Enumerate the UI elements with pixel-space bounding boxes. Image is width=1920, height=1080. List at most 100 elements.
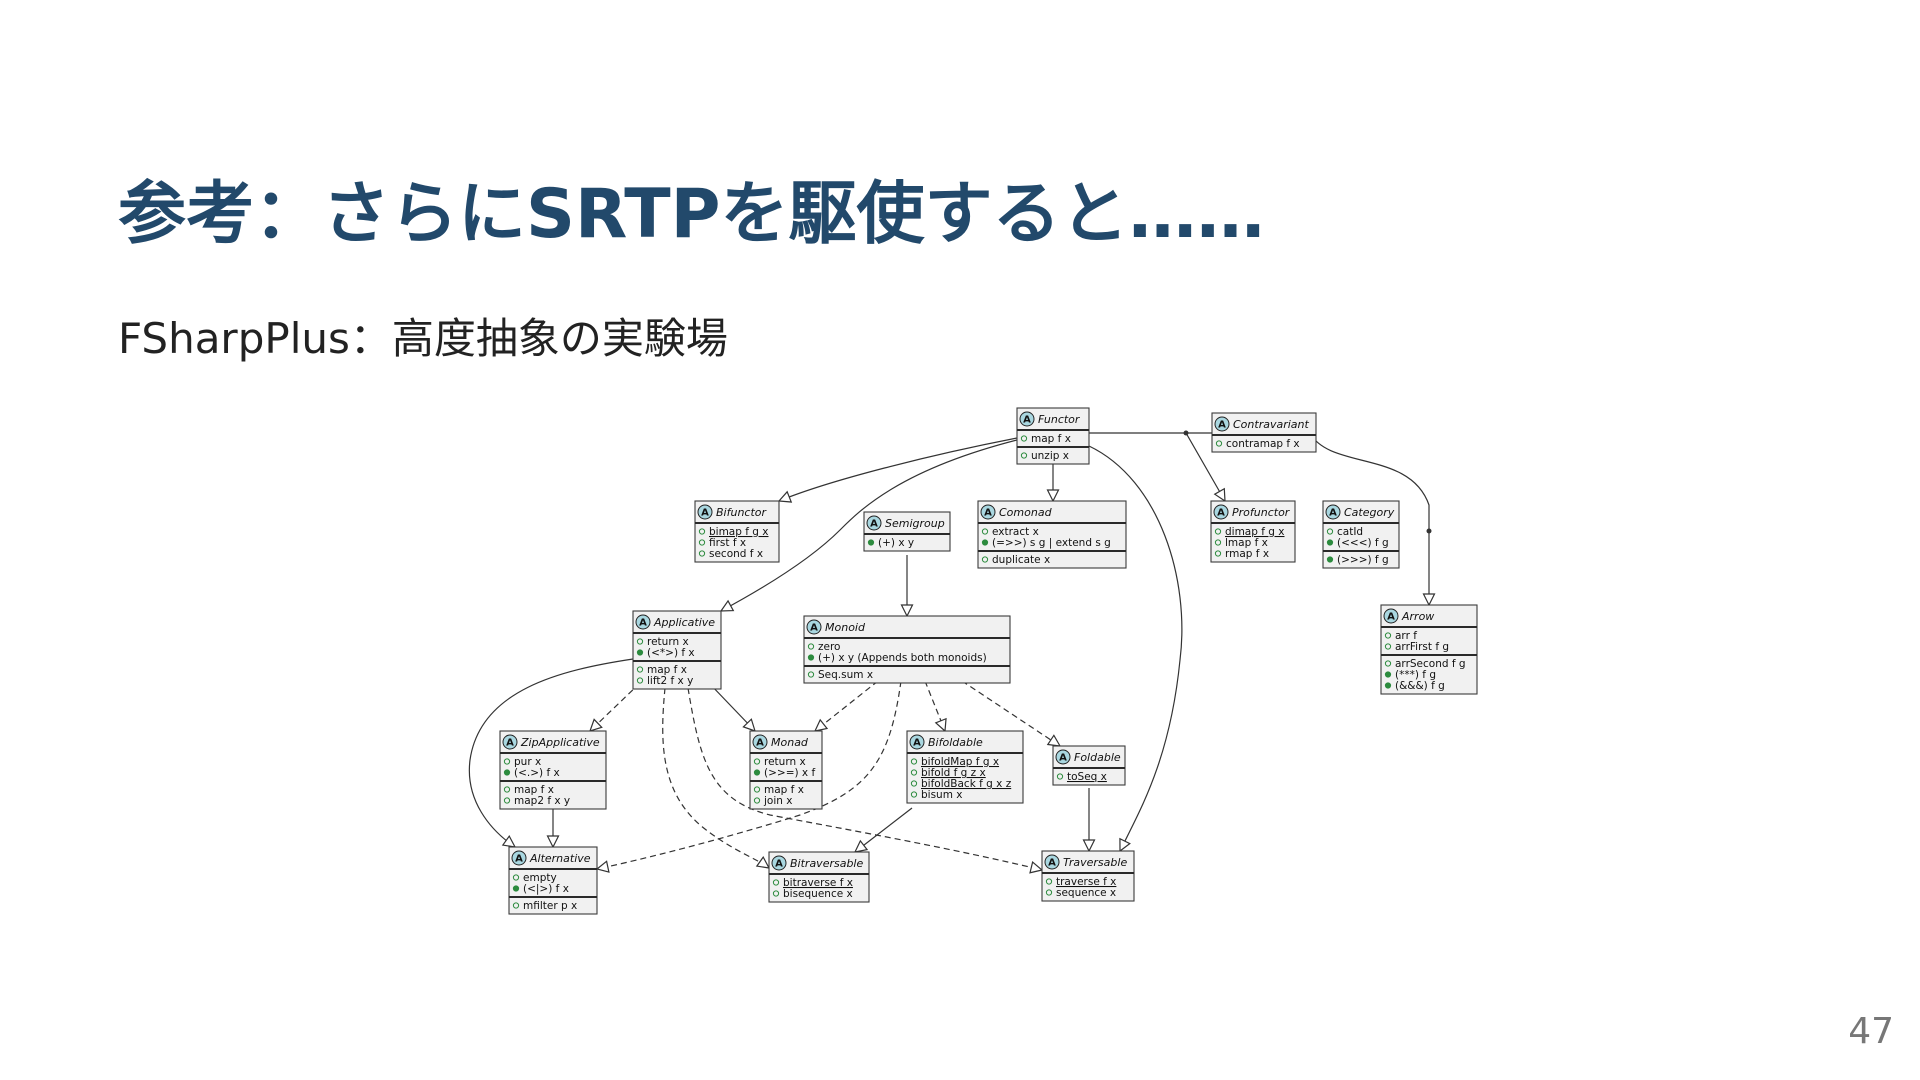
inheritance-arrowhead — [546, 835, 560, 849]
class-member: (***) f g — [1395, 669, 1436, 681]
class-member: map f x — [514, 784, 554, 796]
class-member: unzip x — [1031, 450, 1069, 462]
abstract-badge-letter: A — [1218, 420, 1226, 431]
class-name: Semigroup — [885, 517, 945, 530]
relation-bifoldable-to-alternative — [853, 807, 913, 853]
public-member-icon — [807, 643, 815, 650]
class-member: first f x — [709, 537, 746, 549]
relation-applicative-to-monad — [708, 682, 756, 732]
public-member-icon — [503, 758, 511, 765]
abstract-badge-letter: A — [775, 859, 783, 870]
public-member-icon — [772, 890, 780, 897]
class-member: dimap f g x — [1225, 526, 1285, 538]
abstract-class-icon — [1213, 504, 1229, 520]
public-member-icon — [1384, 682, 1392, 689]
class-member: (<*>) f x — [647, 647, 695, 659]
public-member-icon — [910, 780, 918, 787]
class-member: sequence x — [1056, 887, 1116, 899]
public-member-icon — [1384, 671, 1392, 678]
public-member-icon — [1020, 435, 1028, 442]
public-member-icon — [910, 758, 918, 765]
class-name: Bifunctor — [716, 506, 768, 519]
class-member: map f x — [764, 784, 804, 796]
abstract-badge-letter: A — [913, 738, 921, 749]
class-member: map f x — [647, 664, 687, 676]
public-member-icon — [910, 769, 918, 776]
abstract-badge-letter: A — [639, 618, 647, 629]
relation-foldable-to-traversable — [1082, 788, 1096, 853]
class-name: Traversable — [1063, 856, 1127, 869]
class-member: toSeq x — [1067, 771, 1107, 783]
relation-line — [854, 807, 913, 853]
class-member: contramap f x — [1226, 438, 1300, 450]
public-member-icon — [1326, 528, 1334, 535]
class-member: (<.>) f x — [514, 767, 560, 779]
inheritance-arrowhead — [900, 604, 914, 618]
class-box — [803, 615, 1011, 684]
relation-line — [814, 680, 879, 732]
class-box — [1211, 412, 1317, 453]
class-name: Category — [1344, 506, 1395, 519]
inheritance-arrowhead — [589, 718, 603, 732]
public-member-icon — [1214, 528, 1222, 535]
class-member: (&&&) f g — [1395, 680, 1445, 692]
abstract-class-icon — [866, 515, 882, 531]
slide-title: 参考：さらにSRTPを駆使すると…… — [118, 175, 1265, 254]
public-member-icon — [753, 797, 761, 804]
public-member-icon — [698, 539, 706, 546]
class-box — [499, 730, 607, 810]
public-member-icon — [753, 769, 761, 776]
abstract-class-icon — [1383, 608, 1399, 624]
public-member-icon — [512, 902, 520, 909]
class-member: extract x — [992, 526, 1039, 538]
inheritance-arrowhead — [1213, 487, 1226, 503]
public-member-icon — [1326, 539, 1334, 546]
class-name: ZipApplicative — [520, 736, 600, 749]
class-member: (+) x y (Appends both monoids) — [818, 652, 987, 664]
class-member: lmap f x — [1225, 537, 1268, 549]
class-name: Functor — [1038, 413, 1081, 426]
public-member-icon — [981, 539, 989, 546]
class-member: (=>>) s g | extend s g — [992, 537, 1111, 549]
inheritance-arrowhead — [1046, 489, 1060, 503]
class-name: Bifoldable — [928, 736, 983, 749]
class-member: mfilter p x — [523, 900, 577, 912]
public-member-icon — [1045, 878, 1053, 885]
inheritance-arrowhead — [813, 718, 829, 732]
public-member-icon — [636, 677, 644, 684]
class-member: traverse f x — [1056, 876, 1116, 888]
class-name: Arrow — [1401, 610, 1434, 623]
relation-applicative-to-traversable — [687, 687, 1044, 874]
relation-applicative-to-bitraversable — [662, 687, 771, 869]
public-member-icon — [981, 528, 989, 535]
class-member: bifold f g z x — [921, 767, 986, 779]
class-member: lift2 f x y — [647, 675, 693, 687]
class-member: duplicate x — [992, 554, 1050, 566]
class-member: Seq.sum x — [818, 669, 873, 681]
public-member-icon — [636, 666, 644, 673]
class-member: join x — [763, 795, 792, 807]
inheritance-arrowhead — [755, 856, 771, 869]
class-member: arrSecond f g — [1395, 658, 1466, 670]
abstract-class-icon — [635, 614, 651, 630]
abstract-class-icon — [752, 734, 768, 750]
public-member-icon — [512, 885, 520, 892]
inheritance-arrowhead — [742, 718, 756, 732]
abstract-badge-letter: A — [506, 738, 514, 749]
relation-line — [720, 439, 1018, 612]
class-member: bisum x — [921, 789, 963, 801]
abstract-badge-letter: A — [1329, 508, 1337, 519]
abstract-badge-letter: A — [870, 519, 878, 530]
class-box — [977, 500, 1127, 569]
public-member-icon — [807, 654, 815, 661]
relation-zip-applicative-to-alternative — [546, 805, 560, 849]
